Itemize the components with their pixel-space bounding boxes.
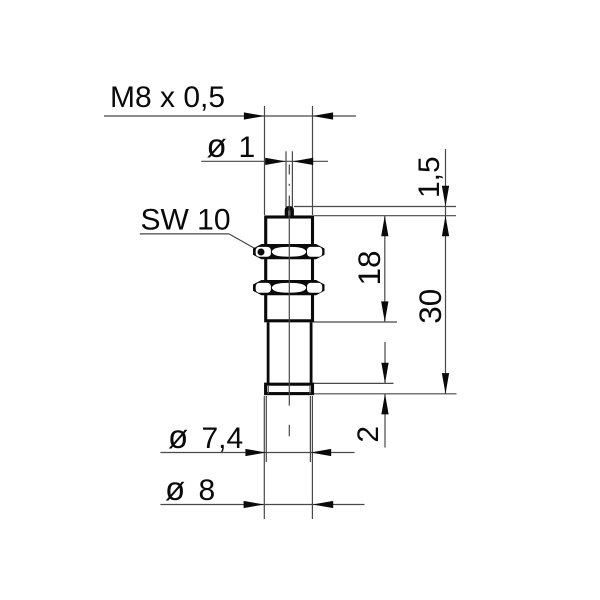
svg-text:ø: ø [168,418,188,455]
svg-text:7,4: 7,4 [202,422,244,455]
svg-text:ø: ø [207,127,227,164]
svg-text:1,5: 1,5 [413,156,446,198]
svg-text:2: 2 [352,426,385,443]
svg-text:M8 x 0,5: M8 x 0,5 [110,81,225,114]
svg-text:ø: ø [165,470,185,507]
svg-text:8: 8 [199,474,216,507]
svg-text:18: 18 [351,250,387,285]
svg-text:1: 1 [239,131,256,164]
svg-text:30: 30 [412,289,448,324]
svg-text:SW 10: SW 10 [141,204,231,237]
